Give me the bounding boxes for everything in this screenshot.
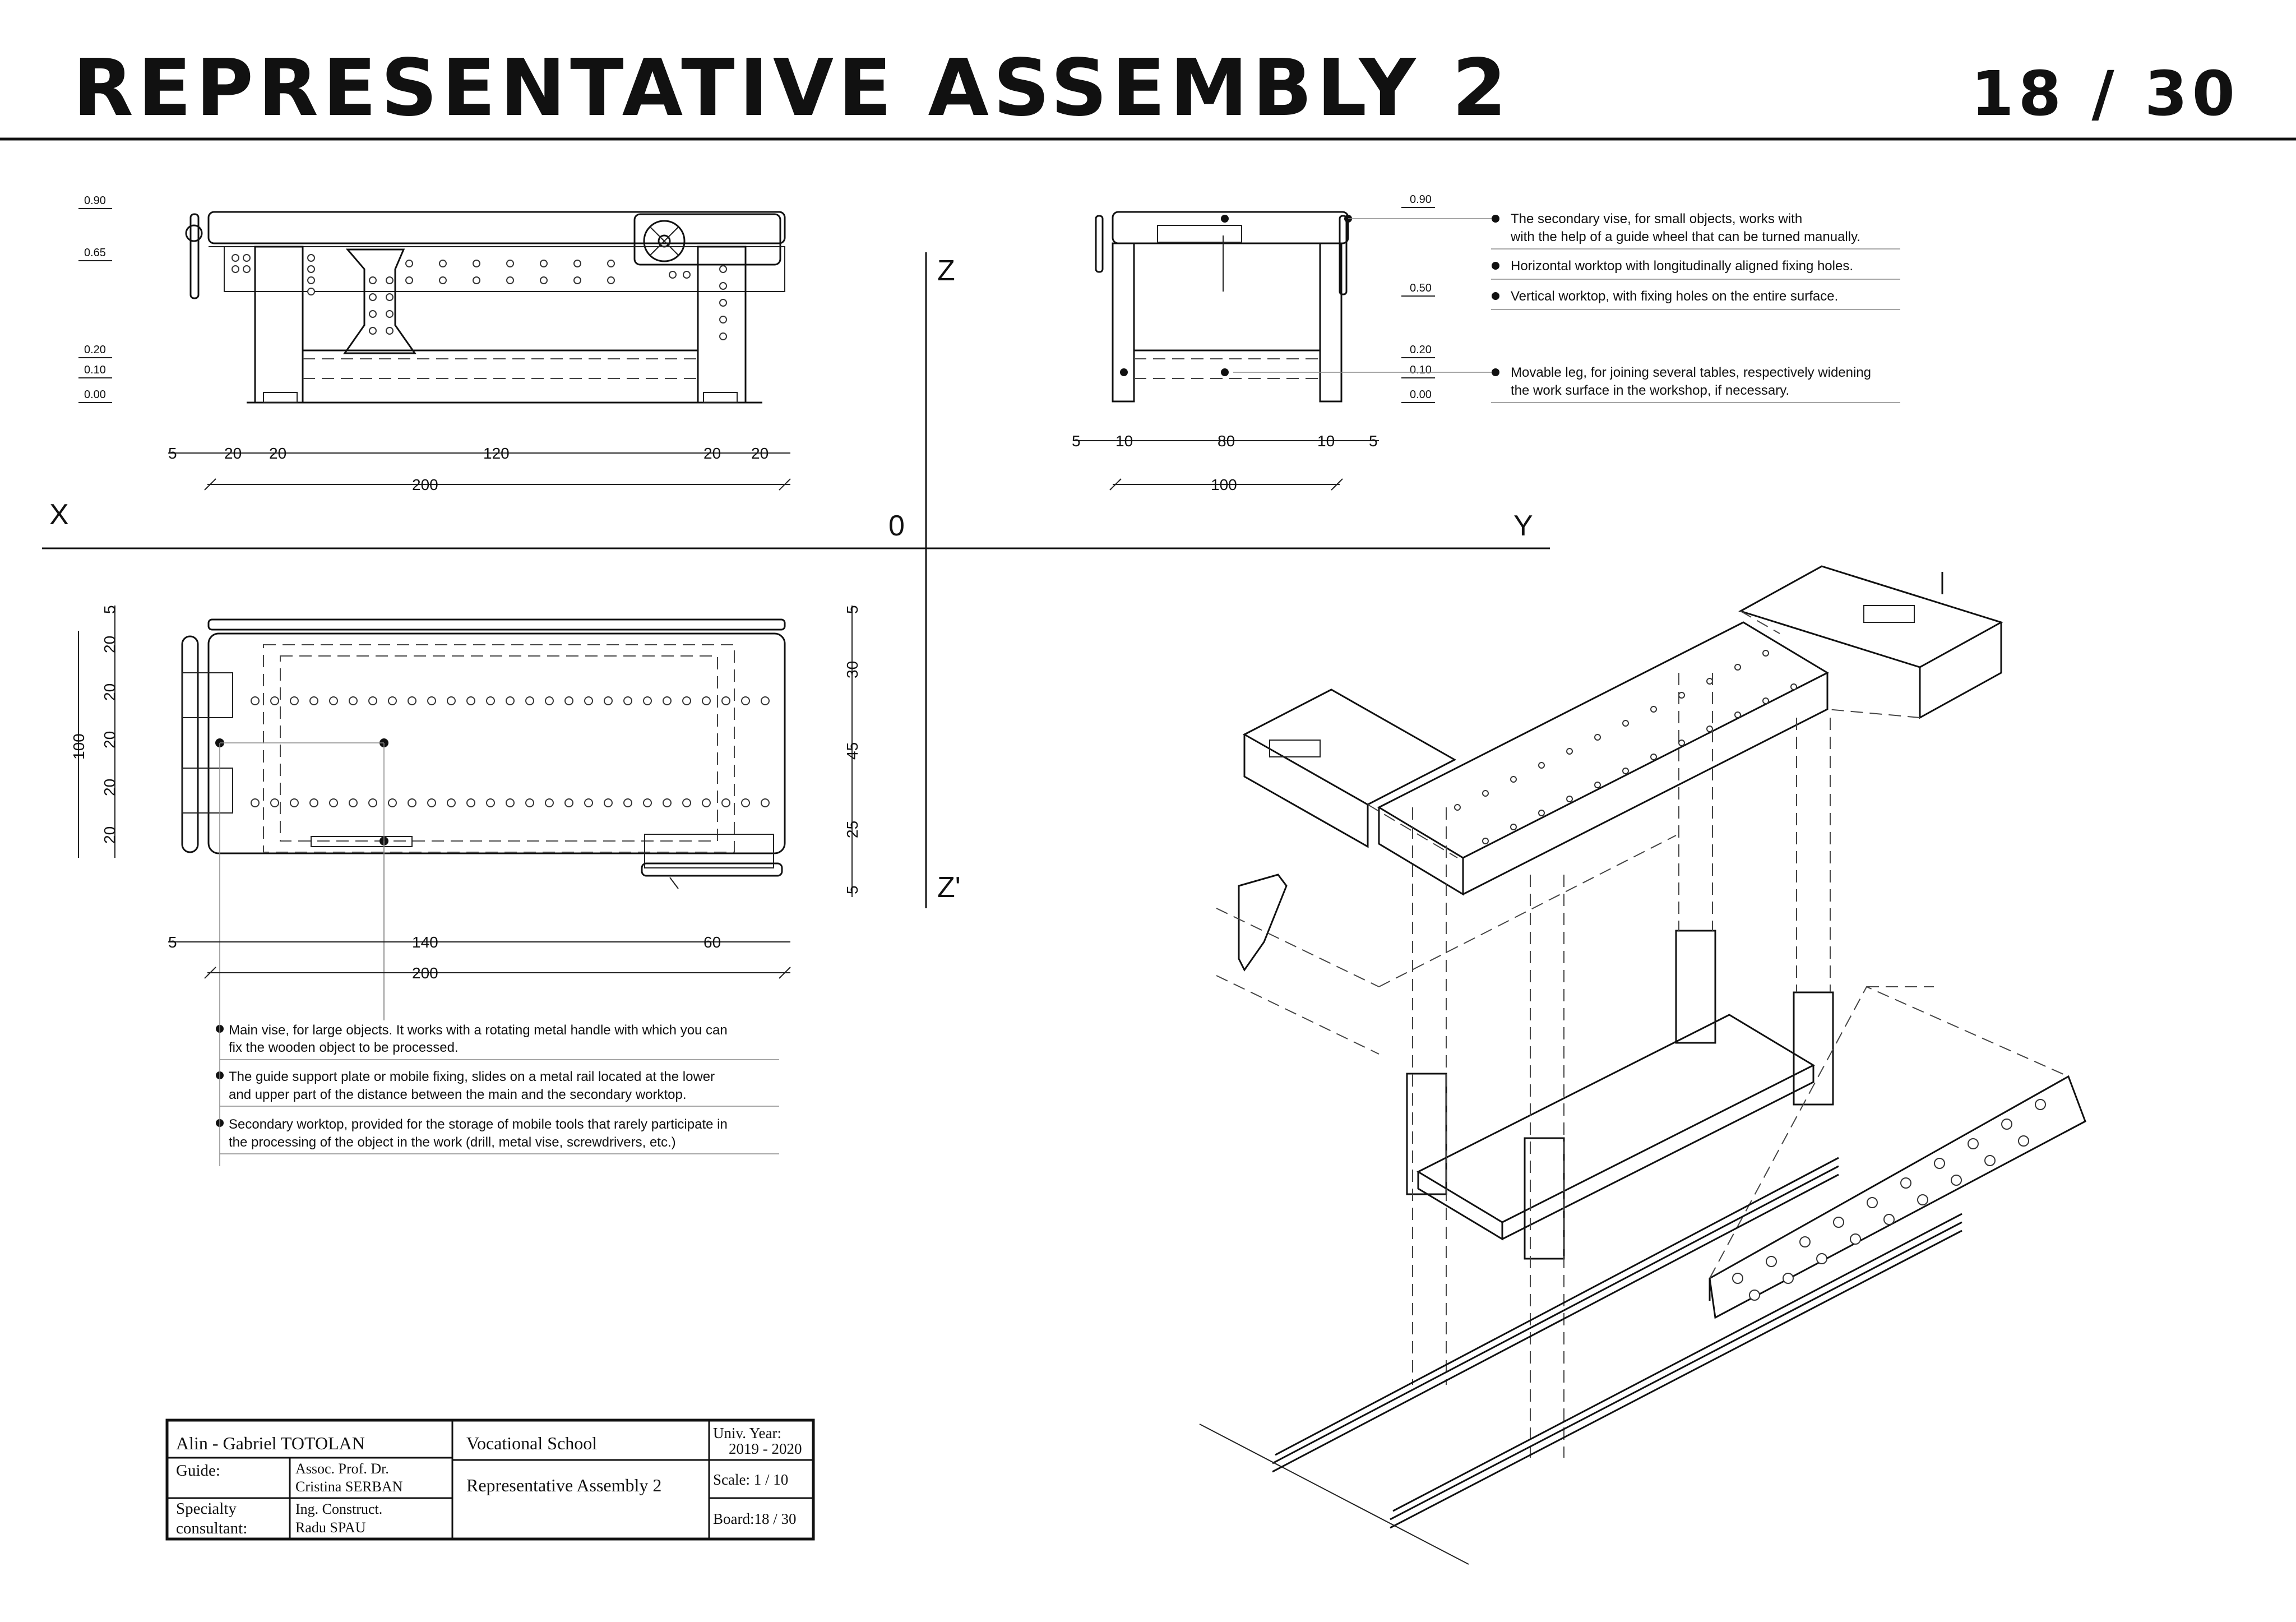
plan-right-dimensions: 5 25 45 30 5 (844, 605, 861, 897)
svg-text:5: 5 (844, 605, 861, 614)
svg-text:The guide support plate or mob: The guide support plate or mobile fixing… (229, 1069, 715, 1084)
consultant-title: Ing. Construct. (295, 1501, 382, 1517)
guide-title: Assoc. Prof. Dr. (295, 1461, 389, 1477)
svg-text:20: 20 (224, 445, 242, 462)
svg-text:5: 5 (1369, 432, 1378, 450)
svg-text:10: 10 (1317, 432, 1335, 450)
svg-text:Vertical worktop, with fixing: Vertical worktop, with fixing holes on t… (1511, 289, 1838, 304)
side-level-marks: 0.90 0.50 0.20 0.10 0.00 (1401, 193, 1435, 403)
svg-text:Movable leg, for joining sever: Movable leg, for joining several tables,… (1511, 365, 1871, 380)
svg-text:and upper part of the distance: and upper part of the distance between t… (229, 1087, 687, 1102)
svg-text:45: 45 (844, 742, 861, 760)
svg-text:10: 10 (1115, 432, 1133, 450)
plan-bottom-dimensions: 5 140 60 200 (168, 934, 791, 982)
svg-text:Horizontal worktop with longit: Horizontal worktop with longitudinally a… (1511, 258, 1853, 274)
front-view: 0.90 0.65 0.20 0.10 0.00 (78, 195, 791, 493)
plan-total-dim: 200 (412, 964, 438, 982)
guide-label: Guide: (176, 1462, 220, 1480)
side-dimensions: 5 10 80 10 5 100 (1072, 432, 1379, 493)
svg-text:30: 30 (844, 661, 861, 678)
front-level-marks: 0.90 0.65 0.20 0.10 0.00 (78, 195, 112, 403)
svg-text:0.65: 0.65 (84, 247, 106, 259)
svg-text:80: 80 (1218, 432, 1235, 450)
floor-rails (1199, 1157, 1962, 1565)
exploded-axonometric-view (1199, 565, 2086, 1565)
svg-text:25: 25 (844, 821, 861, 838)
svg-text:The secondary vise, for small: The secondary vise, for small objects, w… (1511, 211, 1802, 227)
svg-text:Main vise, for large objects.: Main vise, for large objects. It works w… (229, 1023, 728, 1038)
front-fixing-holes (232, 254, 727, 340)
svg-text:0.10: 0.10 (1410, 364, 1432, 376)
svg-text:20: 20 (703, 445, 721, 462)
svg-text:20: 20 (101, 683, 118, 701)
front-dimensions: 5 20 20 120 20 20 200 (168, 445, 791, 493)
consultant-name: Radu SPAU (295, 1519, 366, 1536)
svg-text:fix the wooden object to be pr: fix the wooden object to be processed. (229, 1040, 459, 1055)
worktop-holes (1454, 650, 1797, 844)
side-total-dim: 100 (1211, 476, 1237, 493)
svg-text:120: 120 (483, 445, 510, 462)
svg-text:with the help of a guide wheel: with the help of a guide wheel that can … (1510, 229, 1860, 244)
side-view-notes: The secondary vise, for small objects, w… (1491, 211, 1900, 403)
board-label: Board:18 / 30 (713, 1510, 797, 1527)
svg-text:0.00: 0.00 (84, 389, 106, 401)
axes: X Y Z Z' 0 (42, 252, 1550, 908)
svg-text:the processing of the object i: the processing of the object in the work… (229, 1135, 676, 1150)
svg-text:5: 5 (1072, 432, 1081, 450)
svg-text:0.10: 0.10 (84, 364, 106, 376)
svg-text:5: 5 (168, 934, 177, 951)
svg-text:20: 20 (101, 731, 118, 748)
svg-text:0.90: 0.90 (1410, 193, 1432, 206)
front-total-dim: 200 (412, 476, 438, 493)
axis-label-z-prime: Z' (937, 871, 961, 904)
plan-fixing-holes-row-1 (251, 696, 770, 705)
svg-text:140: 140 (412, 934, 438, 951)
svg-text:20: 20 (101, 636, 118, 653)
plan-fixing-holes-row-2 (251, 798, 770, 807)
svg-text:0.00: 0.00 (1410, 389, 1432, 401)
svg-text:60: 60 (703, 934, 721, 951)
svg-text:Secondary worktop, provided fo: Secondary worktop, provided for the stor… (229, 1117, 728, 1132)
title-block: Alin - Gabriel TOTOLAN Vocational School… (165, 1418, 815, 1541)
project-name: Representative Assembly 2 (466, 1475, 661, 1495)
svg-text:0.20: 0.20 (1410, 344, 1432, 356)
svg-text:the work surface in the worksh: the work surface in the workshop, if nec… (1511, 383, 1789, 398)
svg-text:0.90: 0.90 (84, 195, 106, 207)
svg-text:5: 5 (844, 885, 861, 894)
svg-text:5: 5 (101, 605, 118, 614)
svg-text:20: 20 (101, 779, 118, 796)
svg-text:0.50: 0.50 (1410, 282, 1432, 294)
plan-left-dimensions: 100 20 20 20 20 20 5 (70, 605, 118, 858)
axis-label-x: X (49, 498, 69, 531)
academic-year: 2019 - 2020 (729, 1440, 802, 1457)
svg-text:0.20: 0.20 (84, 344, 106, 356)
guide-name: Cristina SERBAN (295, 1478, 403, 1495)
axis-origin: 0 (888, 510, 905, 542)
scale: Scale: 1 / 10 (713, 1471, 788, 1488)
year-label: Univ. Year: (713, 1425, 781, 1441)
consultant-label-1: Specialty (176, 1500, 237, 1518)
plan-view-notes: Main vise, for large objects. It works w… (216, 1020, 779, 1166)
svg-text:5: 5 (168, 445, 177, 462)
axis-label-z: Z (937, 255, 955, 287)
page-title: REPRESENTATIVE ASSEMBLY 2 (73, 43, 1511, 134)
svg-text:20: 20 (751, 445, 769, 462)
svg-text:20: 20 (269, 445, 286, 462)
plan-view: 100 20 20 20 20 20 5 5 25 45 30 5 5 140 … (70, 605, 861, 1166)
perforated-worktop-holes (1732, 1099, 2046, 1301)
board-number: 18 / 30 (1971, 58, 2239, 130)
plan-left-total-dim: 100 (70, 733, 87, 760)
author-name: Alin - Gabriel TOTOLAN (176, 1433, 365, 1453)
side-view: 0.90 0.50 0.20 0.10 0.00 The secondary v… (1072, 193, 1900, 493)
consultant-label-2: consultant: (176, 1519, 247, 1537)
axis-label-y: Y (1513, 510, 1533, 542)
school-name: Vocational School (466, 1433, 597, 1453)
svg-text:20: 20 (101, 826, 118, 844)
